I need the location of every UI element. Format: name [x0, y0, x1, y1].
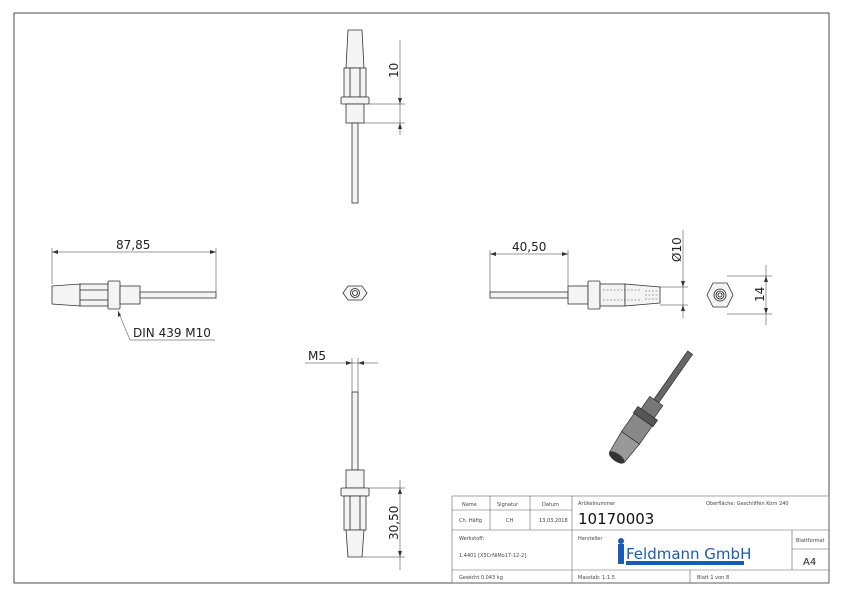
format-value: A4 [803, 557, 816, 568]
material-value: 1.4401 [X5CrNiMo17-12-2] [459, 553, 526, 559]
material-label: Werkstoff: [459, 536, 485, 542]
center-end-view [342, 285, 368, 301]
drawing-frame [13, 12, 830, 584]
top-view: 10 [340, 29, 405, 204]
manufacturer-label: Hersteller [578, 536, 603, 542]
dim-thread: M5 [308, 349, 326, 363]
date-label: Datum [542, 502, 559, 508]
left-view: 87,85 DIN 439 M10 [51, 238, 217, 341]
feldmann-logo: Feldmann GmbH [618, 538, 751, 565]
surface: Oberfläche: Geschliffen Korn 240 [706, 501, 789, 507]
dim-overall-length: 87,85 [116, 238, 150, 252]
dim-sleeve-length: 30,50 [387, 506, 401, 540]
signature-label: Signatur [497, 502, 519, 508]
date-value: 13.03.2018 [539, 518, 568, 524]
scale: Masstab: 1:1.5 [578, 575, 615, 581]
article-label: Artikelnummer [578, 501, 616, 507]
name-value: Ch. Häfig [459, 518, 482, 524]
label-nut-standard: DIN 439 M10 [133, 326, 211, 340]
dim-diameter: Ø10 [670, 237, 684, 262]
svg-text:Feldmann GmbH: Feldmann GmbH [626, 545, 751, 563]
signature-value: CH [506, 518, 513, 524]
isometric-view [608, 350, 694, 464]
name-label: Name [462, 502, 477, 508]
sheet: Blatt 1 von 8 [697, 575, 729, 581]
dim-rod-length: 40,50 [512, 240, 546, 254]
format-label: Blattformat [796, 538, 825, 544]
title-block: Name Signatur Datum Ch. Häfig CH 13.03.2… [451, 495, 830, 584]
dim-top-nut-height: 10 [387, 63, 401, 78]
right-view: 40,50 Ø10 14 [489, 230, 772, 325]
dim-hex-width: 14 [753, 287, 767, 302]
bottom-view: M5 30,50 [305, 349, 405, 570]
weight: Gewicht 0.043 kg [459, 575, 503, 581]
article-number: 10170003 [578, 510, 654, 528]
